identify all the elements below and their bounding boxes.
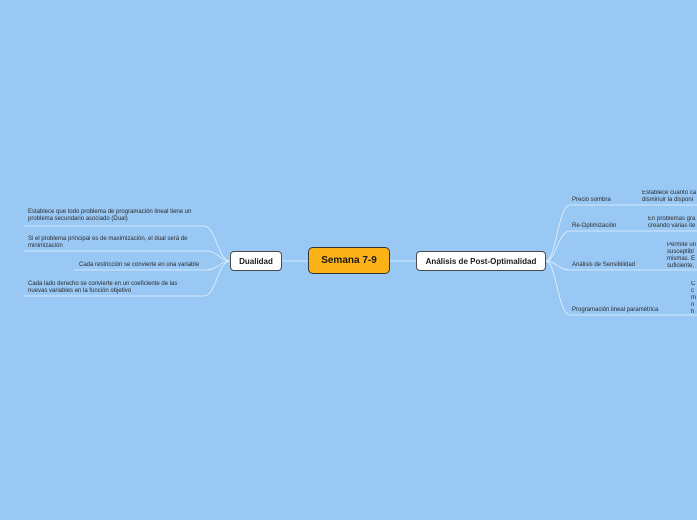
dualidad-label: Dualidad [239,256,273,266]
analisis-sensibilidad-node[interactable]: Análisis de Sensibilidad [572,262,635,269]
post-optimalidad-label: Análisis de Post-Optimalidad [425,256,537,266]
link-right-4 [545,260,697,316]
detail-text: creando varias ite [648,223,696,229]
programacion-parametrica-detail: C c m n h [691,281,697,316]
dualidad-leaf-2[interactable]: Si el problema principal es de maximizac… [28,236,208,250]
dualidad-leaf-3[interactable]: Cada restricción se convierte en una var… [79,262,209,269]
detail-text: mismas. E [667,256,696,262]
leaf-text: minimización [28,243,63,249]
detail-text: m [691,295,696,301]
leaf-text: Programación lineal paramétrica [572,307,659,313]
re-optimizacion-node[interactable]: Re-Optimización [572,223,616,230]
leaf-text: Establece que todo problema de programac… [28,209,192,215]
leaf-text: Análisis de Sensibilidad [572,262,636,268]
leaf-text: Cada restricción se convierte en una var… [79,262,200,268]
analisis-sensibilidad-detail: Permite un susceptibl mismas. E suficien… [667,242,697,270]
dualidad-leaf-1[interactable]: Establece que todo problema de programac… [28,209,208,223]
link-right-2 [545,230,697,262]
link-left-4 [24,260,231,297]
precio-sombra-node[interactable]: Precio sombra [572,197,611,204]
leaf-text: Si el problema principal es de maximizac… [28,236,188,242]
re-optimizacion-detail: En problemas gra creando varias ite [648,216,697,230]
programacion-parametrica-node[interactable]: Programación lineal paramétrica [572,307,658,314]
link-left-2 [24,250,231,262]
root-node[interactable]: Semana 7-9 [308,247,390,274]
leaf-text: Re-Optimización [572,223,617,229]
detail-text: c [691,288,694,294]
precio-sombra-detail: Establece cuanto ca disminuir la disponi [642,190,697,204]
link-right-1 [545,204,697,262]
link-left-1 [24,225,231,262]
detail-text: disminuir la disponi [642,197,694,203]
leaf-text: Cada lado derecho se convierte en un coe… [28,281,178,287]
leaf-text: problema secundario asociado (Dual) [28,216,128,222]
detail-text: Establece cuanto ca [642,190,697,196]
leaf-text: Precio sombra [572,197,611,203]
detail-text: C [691,281,696,287]
dualidad-leaf-4[interactable]: Cada lado derecho se convierte en un coe… [28,281,208,295]
root-label: Semana 7-9 [321,255,377,266]
dualidad-node[interactable]: Dualidad [230,251,282,271]
post-optimalidad-node[interactable]: Análisis de Post-Optimalidad [416,251,546,271]
detail-text: suficiente, [667,263,695,269]
detail-text: h [691,309,695,315]
detail-text: En problemas gra [648,216,696,222]
detail-text: susceptibl [667,249,694,255]
leaf-text: nuevas variables en la función objetivo [28,288,132,294]
detail-text: n [691,302,695,308]
detail-text: Permite un [667,242,697,248]
link-right-3 [545,260,697,271]
